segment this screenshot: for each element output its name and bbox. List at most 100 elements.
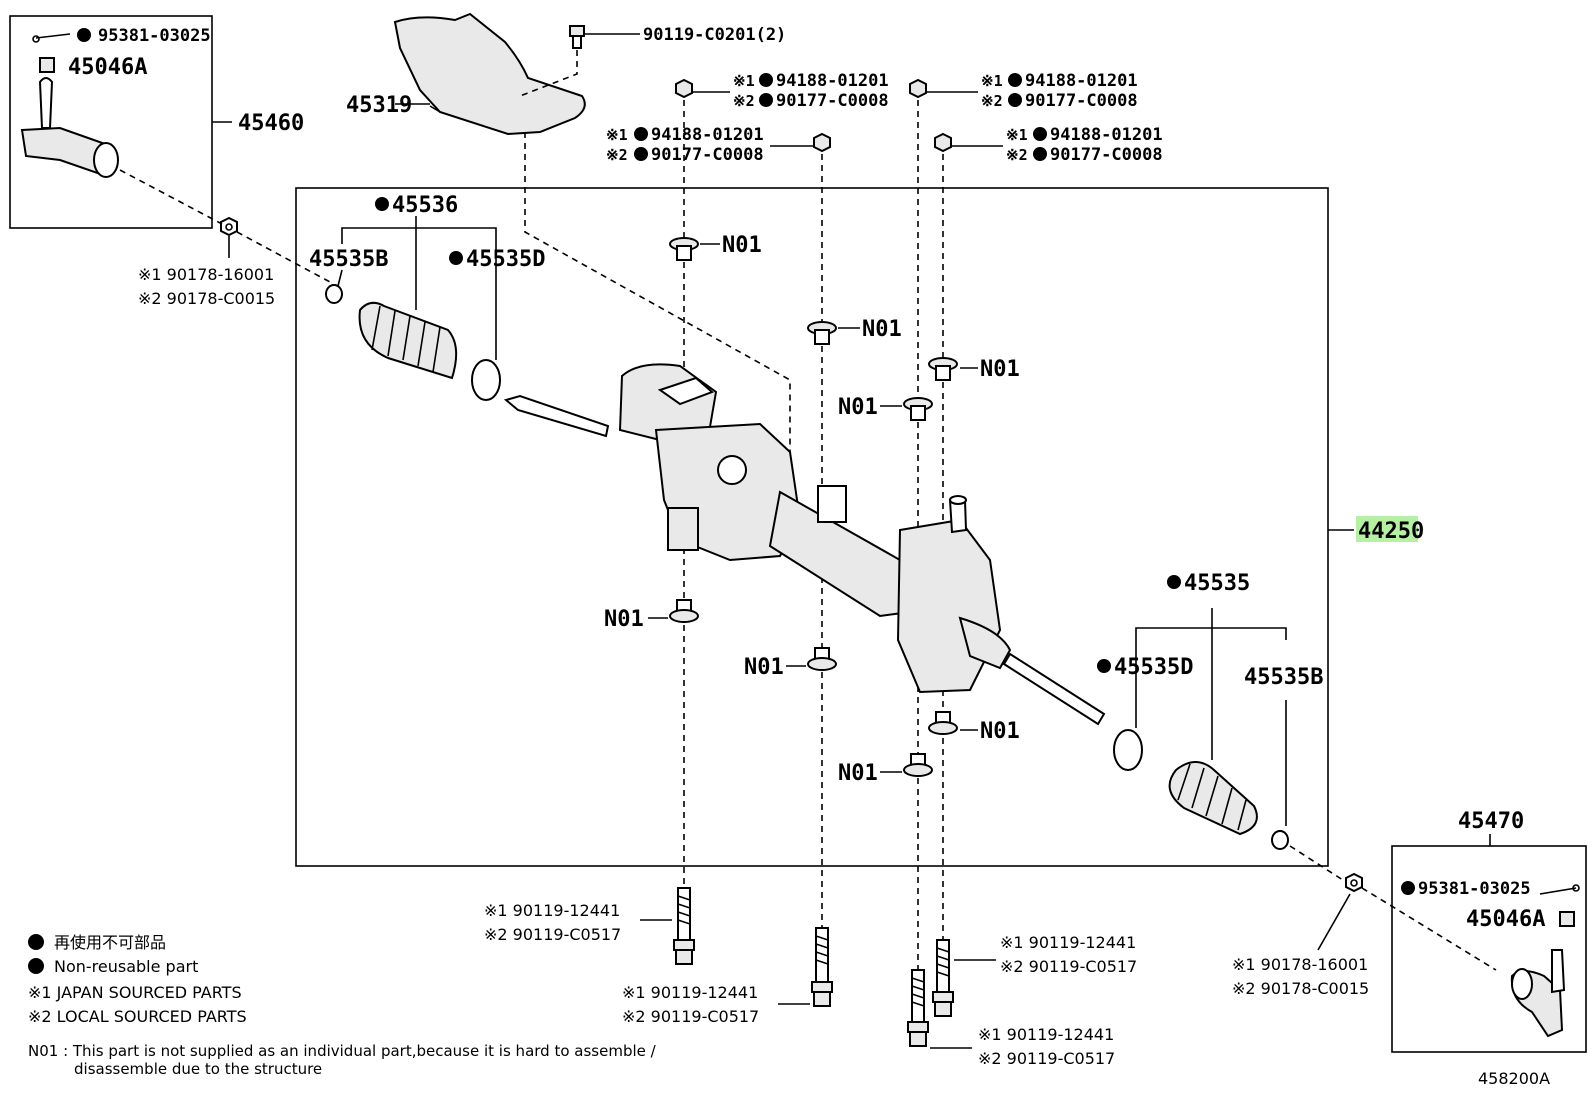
tie-rod-end-right[interactable]: [1510, 949, 1566, 1038]
bullet-icon: [1167, 575, 1181, 589]
svg-text:※2: ※2: [606, 146, 628, 164]
legend-en-nonreusable: Non-reusable part: [54, 957, 198, 976]
cotter-pin-right-label[interactable]: 95381-03025: [1418, 879, 1531, 899]
lock-nut-right-no2[interactable]: ※2 90178-C0015: [1232, 979, 1369, 998]
svg-text:※1: ※1: [1006, 126, 1028, 144]
bolt-3[interactable]: [932, 939, 954, 1017]
bolt-3-no2[interactable]: ※2 90119-C0517: [1000, 957, 1137, 976]
svg-text:90177-C0008[interactable]: 90177-C0008: [651, 145, 764, 165]
n01-label-2[interactable]: N01: [862, 317, 902, 342]
steering-rack-assembly[interactable]: [503, 363, 1106, 726]
svg-text:94188-01201[interactable]: 94188-01201: [651, 125, 764, 145]
bushing-n01-6[interactable]: [807, 647, 837, 671]
n01-label-6[interactable]: N01: [744, 655, 784, 680]
boot-45535-label[interactable]: 45535: [1184, 571, 1250, 596]
castle-nut-right-label[interactable]: 45046A: [1466, 907, 1545, 932]
boot-45536-label[interactable]: 45536: [392, 193, 458, 218]
bullet-icon: [375, 197, 389, 211]
bushing-n01-2[interactable]: [807, 321, 837, 345]
assembly-frame: [295, 187, 1329, 867]
bolt-2-no2[interactable]: ※2 90119-C0517: [622, 1007, 759, 1026]
n01-label-7[interactable]: N01: [980, 719, 1020, 744]
tie-rod-end-left-label[interactable]: 45460: [238, 111, 304, 136]
svg-text:90177-C0008[interactable]: 90177-C0008: [1025, 91, 1138, 111]
lock-nut-left-no1[interactable]: ※1 90178-16001: [138, 265, 274, 284]
tie-rod-end-left[interactable]: [20, 28, 119, 178]
bushing-n01-7[interactable]: [928, 711, 958, 735]
heat-insulator-label[interactable]: 45319: [346, 93, 412, 118]
clamp-small-left[interactable]: [325, 284, 343, 304]
bullet-icon: [77, 28, 91, 42]
n01-label-1[interactable]: N01: [722, 233, 762, 258]
rubber-boot-right[interactable]: [1168, 761, 1258, 836]
nut-top-1[interactable]: [675, 78, 693, 99]
nut-top-2[interactable]: [813, 132, 831, 153]
svg-text:94188-01201[interactable]: 94188-01201: [776, 71, 889, 91]
bolt-top[interactable]: [569, 25, 585, 49]
n01-label-8[interactable]: N01: [838, 761, 878, 786]
nut-top-4[interactable]: [934, 132, 952, 153]
svg-text:※1: ※1: [733, 72, 755, 90]
bullet-icon: [449, 251, 463, 265]
heat-insulator[interactable]: [393, 12, 586, 136]
lock-nut-right-no1[interactable]: ※1 90178-16001: [1232, 955, 1368, 974]
svg-text:90177-C0008[interactable]: 90177-C0008: [776, 91, 889, 111]
tie-rod-end-right-frame: [1391, 845, 1587, 1053]
bolt-4-no1[interactable]: ※1 90119-12441: [978, 1025, 1114, 1044]
clamp-45535B-right-label[interactable]: 45535B: [1244, 665, 1323, 690]
bolt-2[interactable]: [811, 927, 833, 1007]
lock-nut-left-no2[interactable]: ※2 90178-C0015: [138, 289, 275, 308]
clamp-ring-left[interactable]: [471, 359, 501, 401]
castle-nut-left-label[interactable]: 45046A: [68, 55, 147, 80]
cotter-pin-left-label[interactable]: 95381-03025: [98, 26, 211, 46]
bolt-1-no1[interactable]: ※1 90119-12441: [484, 901, 620, 920]
castle-nut-icon: [39, 57, 55, 73]
nut-top-3[interactable]: [909, 78, 927, 99]
clamp-45535D-right-label[interactable]: 45535D: [1114, 655, 1193, 680]
clamp-45535B-left-label[interactable]: 45535B: [309, 247, 388, 272]
clamp-45535D-left-label[interactable]: 45535D: [466, 247, 545, 272]
lock-nut-left[interactable]: [220, 216, 238, 237]
svg-text:※2: ※2: [1006, 146, 1028, 164]
bullet-icon: [28, 934, 44, 950]
svg-text:※2: ※2: [733, 92, 755, 110]
n01-label-4[interactable]: N01: [838, 395, 878, 420]
bushing-n01-3[interactable]: [928, 357, 958, 381]
bolt-4-no2[interactable]: ※2 90119-C0517: [978, 1049, 1115, 1068]
svg-text:90177-C0008[interactable]: 90177-C0008: [1050, 145, 1163, 165]
svg-text:94188-01201[interactable]: 94188-01201: [1050, 125, 1163, 145]
tie-rod-end-right-label[interactable]: 45470: [1458, 809, 1524, 834]
n01-label-5[interactable]: N01: [604, 607, 644, 632]
bolt-1[interactable]: [673, 887, 695, 965]
bolt-3-no1[interactable]: ※1 90119-12441: [1000, 933, 1136, 952]
assembly-highlight: [1356, 516, 1418, 542]
legend-note-japan: ※1 JAPAN SOURCED PARTS: [28, 983, 242, 1002]
diagram-code: 458200A: [1478, 1069, 1550, 1088]
bolt-top-label[interactable]: 90119-C0201(2): [643, 25, 786, 45]
bushing-n01-1[interactable]: [669, 237, 699, 261]
legend-n01-note-2: disassemble due to the structure: [74, 1060, 322, 1078]
legend-note-local: ※2 LOCAL SOURCED PARTS: [28, 1007, 247, 1026]
svg-text:※2: ※2: [981, 92, 1003, 110]
n01-label-3[interactable]: N01: [980, 357, 1020, 382]
bushing-n01-5[interactable]: [669, 599, 699, 623]
legend-n01-note-1: N01 : This part is not supplied as an in…: [28, 1042, 657, 1060]
bolt-2-no1[interactable]: ※1 90119-12441: [622, 983, 758, 1002]
bullet-icon: [1097, 659, 1111, 673]
svg-text:※1: ※1: [606, 126, 628, 144]
bushing-n01-8[interactable]: [903, 753, 933, 777]
rubber-boot-left[interactable]: [358, 301, 458, 380]
lock-nut-right[interactable]: [1345, 872, 1363, 893]
clamp-ring-right[interactable]: [1113, 729, 1143, 771]
bushing-n01-4[interactable]: [903, 397, 933, 421]
clamp-small-right[interactable]: [1271, 830, 1289, 850]
bolt-1-no2[interactable]: ※2 90119-C0517: [484, 925, 621, 944]
svg-text:※1: ※1: [981, 72, 1003, 90]
bullet-icon: [1401, 881, 1415, 895]
assembly-44250-label[interactable]: 44250: [1358, 519, 1424, 544]
bullet-icon: [28, 958, 44, 974]
legend-jp-nonreusable: 再使用不可部品: [54, 933, 166, 952]
svg-text:94188-01201[interactable]: 94188-01201: [1025, 71, 1138, 91]
bolt-4[interactable]: [907, 969, 929, 1047]
